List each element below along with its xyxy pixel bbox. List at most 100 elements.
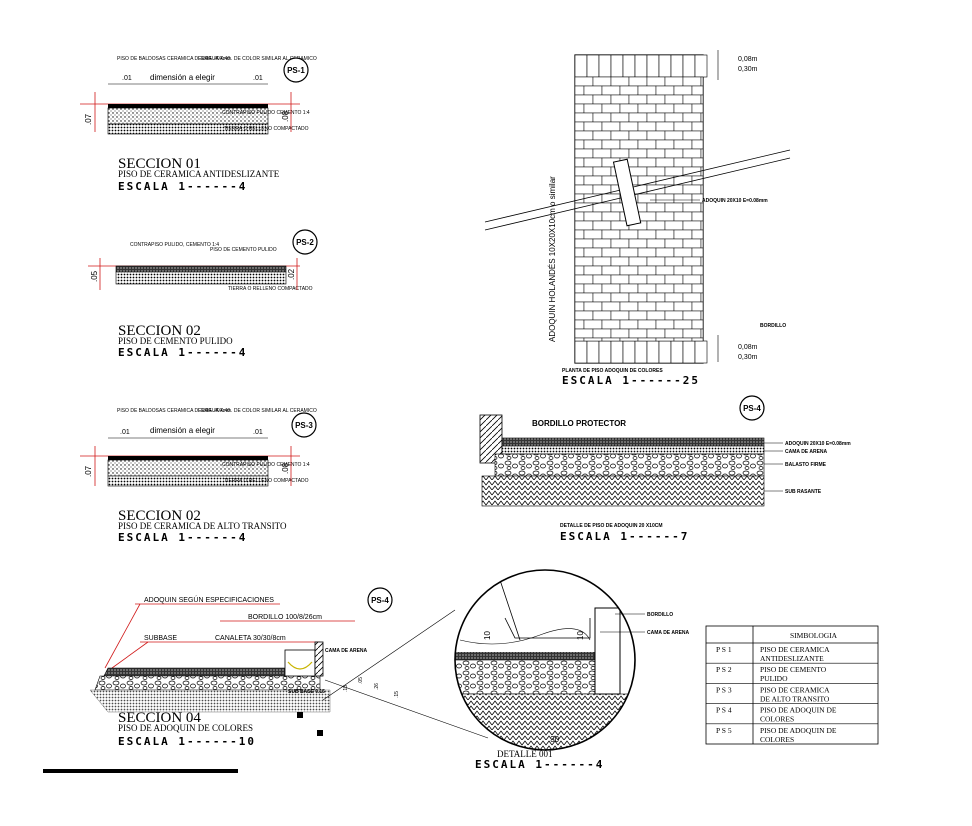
- plan-brick: [574, 85, 585, 96]
- plan-brick: [574, 166, 594, 177]
- plan-border-brick: [646, 340, 660, 364]
- plan-brick: [655, 103, 675, 114]
- plan-brick: [673, 121, 693, 132]
- plan-brick: [601, 283, 621, 294]
- plan-brick: [682, 202, 702, 213]
- d001-dim-b: 10: [576, 631, 585, 640]
- s4-subbase: [94, 675, 321, 691]
- s4-label-base: SUB BASE 0.15: [288, 689, 325, 695]
- plan-brick: [682, 328, 702, 339]
- legend-code: P S 1: [716, 645, 732, 654]
- plan-border-brick: [574, 340, 588, 364]
- plan-brick: [655, 301, 675, 312]
- d001-dim-bottom: .30: [548, 735, 560, 744]
- plan-break-line-2: [484, 157, 791, 231]
- plan-brick: [583, 85, 603, 96]
- dps4-balasto: [494, 453, 765, 477]
- plan-brick: [574, 220, 594, 231]
- plan-brick: [691, 337, 704, 342]
- plan-brick: [646, 292, 666, 303]
- s3-tile: [108, 456, 268, 460]
- plan-brick: [646, 94, 666, 105]
- plan-brick: [682, 310, 702, 321]
- plan-brick: [574, 319, 585, 330]
- plan-brick: [610, 130, 630, 141]
- section-4: PS-4 ADOQUIN SEGÚN ESPECIFICACIONES BORD…: [89, 587, 489, 748]
- s4-callout-line-2: [324, 679, 489, 739]
- plan-brick: [682, 220, 702, 231]
- dps4-tag: PS-4: [743, 404, 761, 413]
- plan-brick: [700, 202, 704, 213]
- plan-brick: [700, 148, 704, 159]
- plan-brick: [664, 94, 684, 105]
- s1-note-left: PISO DE BALDOSAS CERAMICA DELMA .40X.40: [117, 56, 230, 62]
- plan-brick: [673, 85, 693, 96]
- detail-001: 10 10 .30 BORDILLO CAMA DE ARENA DETALLE…: [454, 569, 690, 771]
- d001-label-bordillo: BORDILLO: [647, 612, 673, 618]
- legend-desc: ANTIDESLIZANTE: [760, 654, 824, 663]
- s1-note-right: FRAGUA 4mm. DE COLOR SIMILAR AL CERAMICO: [198, 56, 317, 62]
- s3-dim-b: .01: [253, 429, 263, 436]
- s3-layer1: CONTRAPISO PULIDO CEMENTO 1:4: [222, 462, 310, 468]
- plan-border-brick: [586, 340, 600, 364]
- plan-brick: [592, 94, 612, 105]
- plan-brick: [664, 76, 684, 87]
- plan-brick: [646, 166, 666, 177]
- plan-brick: [628, 328, 648, 339]
- s2-dim-right: .02: [287, 268, 296, 280]
- plan-brick: [583, 319, 603, 330]
- section-1: PISO DE BALDOSAS CERAMICA DELMA .40X.40 …: [80, 56, 317, 193]
- plan-brick: [691, 103, 704, 114]
- plan-brick: [664, 130, 684, 141]
- plan-brick: [628, 112, 648, 123]
- plan-brick: [583, 283, 603, 294]
- s4-callout-line-1: [322, 609, 456, 701]
- plan-brick: [655, 139, 675, 150]
- plan-brick: [592, 148, 612, 159]
- plan-brick: [682, 238, 702, 249]
- s2-cemento: [115, 265, 287, 273]
- s4-marker-1: [297, 712, 303, 718]
- plan-brick: [592, 220, 612, 231]
- plan-brick: [700, 130, 704, 141]
- plan-brick: [682, 94, 702, 105]
- plan-brick: [646, 202, 666, 213]
- plan-brick: [637, 193, 657, 204]
- plan-brick: [700, 184, 704, 195]
- plan-brick: [574, 247, 585, 258]
- plan-brick: [592, 256, 612, 267]
- plan-brick: [646, 130, 666, 141]
- plan-brick: [646, 238, 666, 249]
- plan-brick: [583, 157, 603, 168]
- plan-brick: [682, 292, 702, 303]
- plan-brick: [583, 229, 603, 240]
- plan-brick: [619, 319, 639, 330]
- plan-brick: [601, 121, 621, 132]
- plan-brick: [664, 202, 684, 213]
- plan-brick: [637, 121, 657, 132]
- plan-break-line-1: [484, 149, 791, 223]
- plan-brick: [610, 148, 630, 159]
- plan-brick: [682, 184, 702, 195]
- s2-subtitle: PISO DE CEMENTO PULIDO: [118, 336, 233, 346]
- plan-brick: [574, 301, 585, 312]
- legend-desc: PULIDO: [760, 674, 788, 683]
- plan-brick: [601, 103, 621, 114]
- legend-desc: PISO DE ADOQUIN DE: [760, 706, 837, 715]
- s4-tag: PS-4: [371, 596, 389, 605]
- plan-brick: [628, 166, 648, 177]
- legend-code: P S 3: [716, 685, 732, 694]
- s3-note-left: PISO DE BALDOSAS CERAMICA DELMA .40X.40: [117, 408, 230, 414]
- plan-brick: [592, 166, 612, 177]
- s4-label-bordillo: BORDILLO 100/8/26cm: [248, 614, 322, 621]
- s2-tag: PS-2: [296, 238, 314, 247]
- plan-brick: [637, 139, 657, 150]
- plan-brick: [655, 283, 675, 294]
- dps4-adoquin: [501, 437, 765, 447]
- plan-brick: [691, 247, 704, 258]
- plan-brick: [637, 157, 657, 168]
- dps4-tag-circle: [739, 395, 765, 421]
- plan-brick: [700, 94, 704, 105]
- plan-brick: [655, 121, 675, 132]
